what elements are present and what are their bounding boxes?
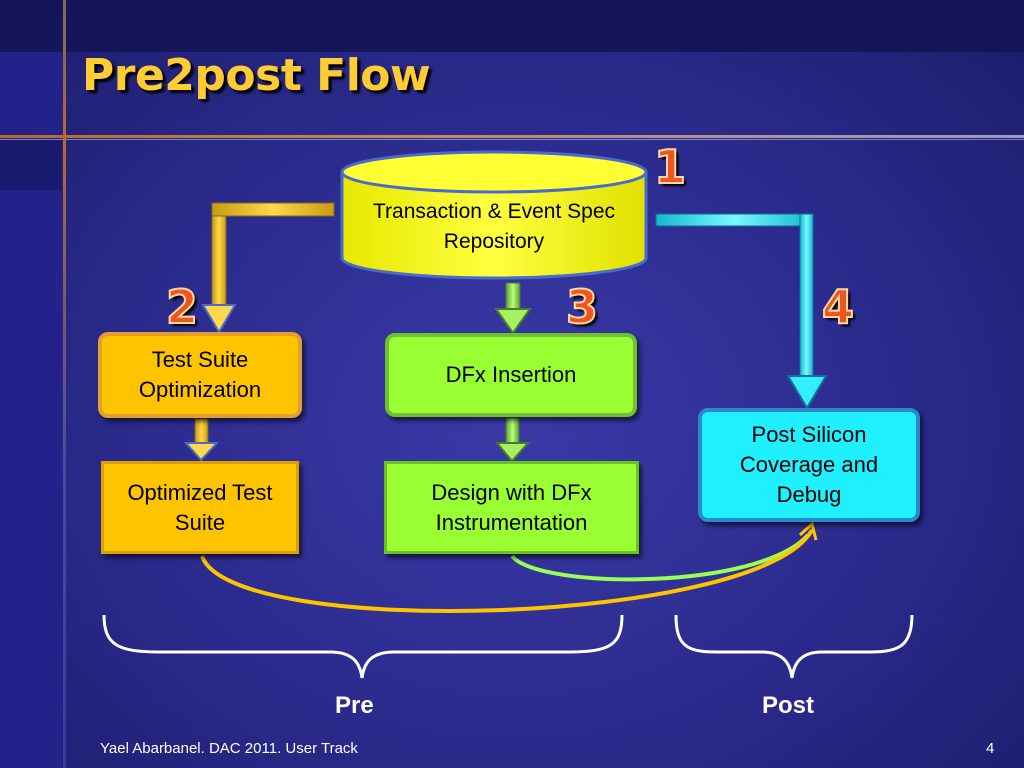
repository-cylinder [340,150,648,280]
top-band [0,0,1024,52]
post-label: Post [762,692,815,719]
curve-green-to-post [510,533,810,582]
curve-yellow-arrowhead [798,521,818,541]
arrow-to-post-silicon [655,213,828,410]
footer-text: Yael Abarbanel. DAC 2011. User Track [100,740,358,757]
post-brace [674,614,914,679]
post-silicon-box: Post Silicon Coverage and Debug [698,408,920,522]
left-divider [63,0,66,768]
slide-title: Pre2post Flow [82,50,431,101]
dfx-insertion-box: DFx Insertion [385,333,637,417]
title-divider-thin [0,139,1024,140]
arrow-to-test-suite [201,202,335,334]
test-suite-optimization-box: Test Suite Optimization [98,332,302,418]
step-number-2: 2 [165,279,199,335]
step-number-3: 3 [565,279,599,335]
arrow-to-design-dfx [494,417,531,463]
step-number-1: 1 [653,139,687,195]
curve-yellow-to-post [200,529,814,614]
title-divider [0,135,1024,138]
step-number-4: 4 [821,279,855,335]
left-band-accent [0,140,62,190]
arrow-to-dfx-insertion [494,282,532,335]
arrow-to-optimized-suite [183,418,220,462]
pre-brace [102,614,624,679]
repository-label: Transaction & Event Spec Repository [372,200,615,253]
optimized-test-suite-box: Optimized Test Suite [101,461,299,554]
design-with-dfx-box: Design with DFx Instrumentation [384,461,639,554]
page-number: 4 [986,740,995,757]
pre-label: Pre [335,692,374,719]
